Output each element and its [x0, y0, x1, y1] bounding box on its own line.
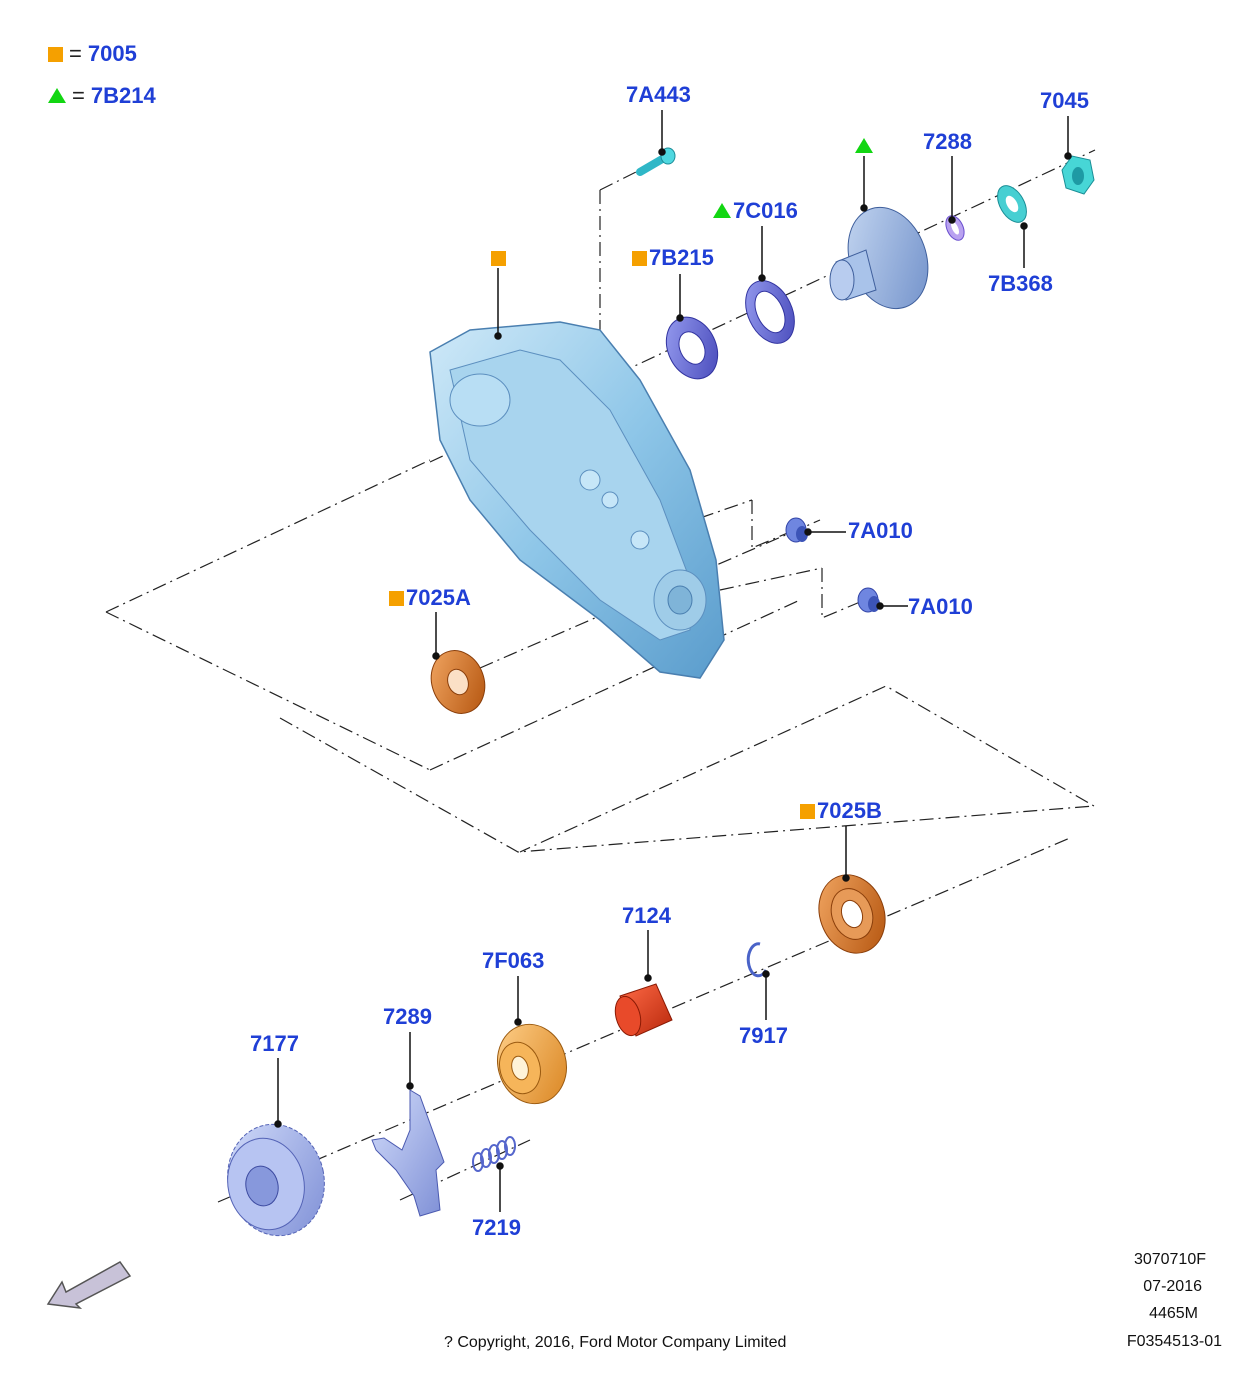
callout-7a443: 7A443 [626, 82, 691, 107]
transfer-case-housing [429, 321, 725, 679]
equals-sign: = [72, 83, 85, 108]
orange-square-icon [48, 47, 63, 62]
flange-7b214 [829, 206, 929, 310]
bearing-7025b [818, 874, 886, 954]
seal-7c016 [745, 280, 795, 344]
assembly-outline-upper [105, 459, 801, 771]
sleeve-7f063 [497, 1023, 567, 1105]
orange-square-icon [491, 251, 506, 266]
callout-7f063: 7F063 [482, 948, 545, 973]
leader-lines [274, 110, 1072, 1212]
washer-7288 [945, 215, 965, 241]
doc-figure-id: F0354513-01 [1126, 1333, 1222, 1350]
callout-7a010-lower: 7A010 [908, 594, 973, 619]
callout-7124: 7124 [622, 903, 671, 928]
gear-7177 [227, 1123, 325, 1237]
bushing-7a010-upper [785, 517, 808, 543]
bearing-7025a [430, 650, 486, 714]
callout-7289: 7289 [383, 1004, 432, 1029]
washer-7b368 [997, 185, 1027, 223]
bushing-7a010-lower [857, 587, 880, 613]
bolt-7a443 [636, 147, 676, 176]
green-triangle-icon [855, 138, 873, 153]
callout-7917: 7917 [739, 1023, 788, 1048]
nut-7045 [1061, 155, 1095, 195]
orange-square-icon [800, 804, 815, 819]
legend-code: 7B214 [90, 83, 156, 108]
legend-row-square: =7005 [48, 43, 137, 65]
equals-sign: = [69, 41, 82, 66]
callout-7b215: 7B215 [632, 247, 714, 269]
front-direction-arrow-icon [46, 1261, 132, 1310]
hub-7124 [614, 983, 673, 1037]
callout-7025a: 7025A [389, 587, 471, 609]
seal-7b215 [665, 316, 719, 380]
callout-7045: 7045 [1040, 88, 1089, 113]
snap-ring-7917 [746, 942, 768, 978]
shift-fork-7289 [371, 1089, 445, 1217]
orange-square-icon [632, 251, 647, 266]
orange-square-icon [389, 591, 404, 606]
assembly-outline-lower [279, 685, 1096, 853]
copyright-notice: ? Copyright, 2016, Ford Motor Company Li… [444, 1334, 787, 1351]
callout-7c016: 7C016 [713, 200, 798, 222]
legend-code: 7005 [87, 41, 137, 66]
callout-7219: 7219 [472, 1215, 521, 1240]
callout-7a010-upper: 7A010 [848, 518, 913, 543]
doc-model: 4465M [1149, 1305, 1198, 1322]
callout-7b368: 7B368 [988, 271, 1053, 296]
callout-7025b: 7025B [800, 800, 882, 822]
doc-date: 07-2016 [1143, 1278, 1202, 1295]
green-triangle-icon [713, 203, 731, 218]
green-triangle-icon [48, 88, 66, 103]
doc-code: 3070710F [1133, 1251, 1206, 1268]
callout-7177: 7177 [250, 1031, 299, 1056]
spring-7219 [472, 1136, 516, 1172]
callout-7288: 7288 [923, 129, 972, 154]
axis-lines-lower [217, 837, 1071, 1203]
legend-row-triangle: =7B214 [48, 85, 156, 107]
